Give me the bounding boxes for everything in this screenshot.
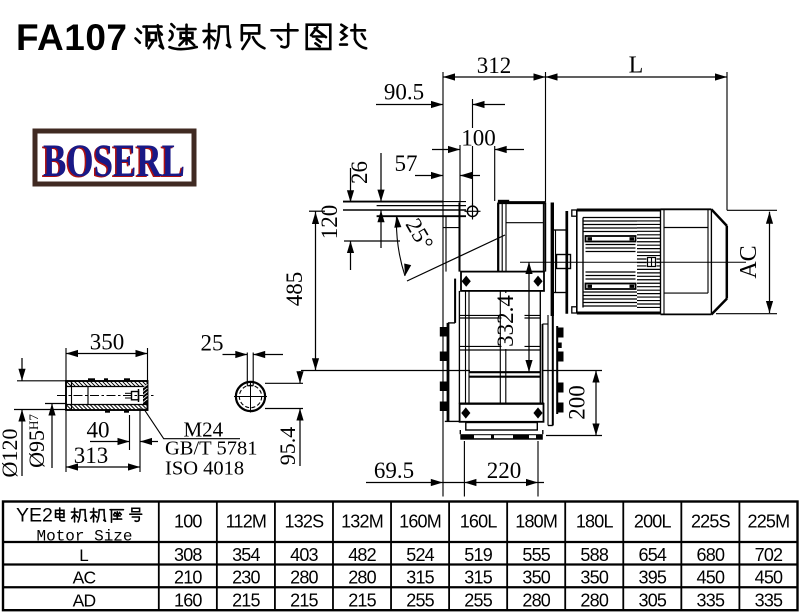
- svg-text:313: 313: [74, 443, 109, 468]
- svg-text:57: 57: [395, 151, 418, 176]
- svg-text:Motor Size: Motor Size: [36, 528, 132, 546]
- svg-text:160L: 160L: [460, 512, 498, 532]
- svg-text:160M: 160M: [399, 512, 441, 532]
- svg-text:280: 280: [290, 568, 318, 588]
- svg-text:100: 100: [174, 512, 202, 532]
- svg-text:654: 654: [638, 545, 666, 565]
- svg-text:308: 308: [174, 545, 202, 565]
- svg-text:403: 403: [290, 545, 318, 565]
- svg-text:210: 210: [174, 568, 202, 588]
- svg-text:255: 255: [406, 590, 434, 610]
- svg-text:M24: M24: [184, 418, 224, 442]
- svg-text:132S: 132S: [285, 512, 325, 532]
- svg-text:25: 25: [201, 331, 224, 356]
- svg-text:AC: AC: [736, 245, 762, 278]
- svg-text:26: 26: [347, 161, 372, 184]
- svg-text:354: 354: [232, 545, 260, 565]
- svg-text:315: 315: [464, 568, 492, 588]
- svg-text:Ø95H7: Ø95H7: [24, 414, 49, 468]
- svg-text:ISO 4018: ISO 4018: [165, 458, 244, 480]
- svg-text:680: 680: [697, 545, 725, 565]
- svg-text:588: 588: [580, 545, 608, 565]
- svg-text:L: L: [79, 546, 88, 565]
- svg-text:GB/T 5781: GB/T 5781: [165, 438, 257, 460]
- svg-text:180M: 180M: [515, 512, 557, 532]
- svg-text:120: 120: [317, 205, 342, 240]
- svg-text:482: 482: [348, 545, 376, 565]
- svg-text:230: 230: [232, 568, 260, 588]
- svg-text:BOSERL: BOSERL: [43, 135, 185, 187]
- svg-text:524: 524: [406, 545, 434, 565]
- svg-text:450: 450: [755, 568, 783, 588]
- svg-text:485: 485: [282, 272, 307, 307]
- svg-text:220: 220: [487, 458, 522, 483]
- svg-text:90.5: 90.5: [384, 80, 424, 105]
- svg-text:450: 450: [697, 568, 725, 588]
- svg-text:555: 555: [522, 545, 550, 565]
- svg-text:312: 312: [477, 53, 512, 78]
- svg-text:200L: 200L: [634, 512, 672, 532]
- svg-text:350: 350: [580, 568, 608, 588]
- svg-text:YE2: YE2: [16, 505, 53, 527]
- svg-text:BOSERL: BOSERL: [42, 136, 184, 188]
- svg-text:280: 280: [580, 590, 608, 610]
- svg-text:395: 395: [638, 568, 666, 588]
- svg-text:225M: 225M: [748, 512, 790, 532]
- svg-text:L: L: [629, 53, 644, 79]
- svg-text:519: 519: [464, 545, 492, 565]
- svg-text:95.4: 95.4: [275, 427, 300, 466]
- svg-text:280: 280: [348, 568, 376, 588]
- svg-text:305: 305: [638, 590, 666, 610]
- svg-text:335: 335: [755, 590, 783, 610]
- svg-text:69.5: 69.5: [374, 458, 414, 483]
- svg-text:180L: 180L: [576, 512, 614, 532]
- svg-text:280: 280: [522, 590, 550, 610]
- svg-text:225S: 225S: [691, 512, 731, 532]
- svg-text:FA107: FA107: [16, 17, 128, 58]
- svg-text:335: 335: [697, 590, 725, 610]
- svg-text:315: 315: [406, 568, 434, 588]
- svg-text:255: 255: [464, 590, 492, 610]
- svg-text:350: 350: [522, 568, 550, 588]
- svg-text:215: 215: [232, 590, 260, 610]
- svg-text:160: 160: [174, 590, 202, 610]
- svg-text:350: 350: [90, 330, 125, 355]
- svg-text:AC: AC: [73, 568, 96, 588]
- svg-text:132M: 132M: [341, 512, 383, 532]
- svg-text:40: 40: [87, 418, 110, 443]
- svg-text:AD: AD: [73, 590, 96, 610]
- svg-text:215: 215: [348, 590, 376, 610]
- svg-text:332.4: 332.4: [493, 295, 518, 347]
- svg-text:200: 200: [565, 385, 590, 420]
- svg-text:100: 100: [461, 126, 496, 151]
- svg-text:702: 702: [755, 545, 783, 565]
- svg-text:112M: 112M: [226, 512, 267, 532]
- svg-text:215: 215: [290, 590, 318, 610]
- svg-text:Ø120: Ø120: [0, 429, 22, 478]
